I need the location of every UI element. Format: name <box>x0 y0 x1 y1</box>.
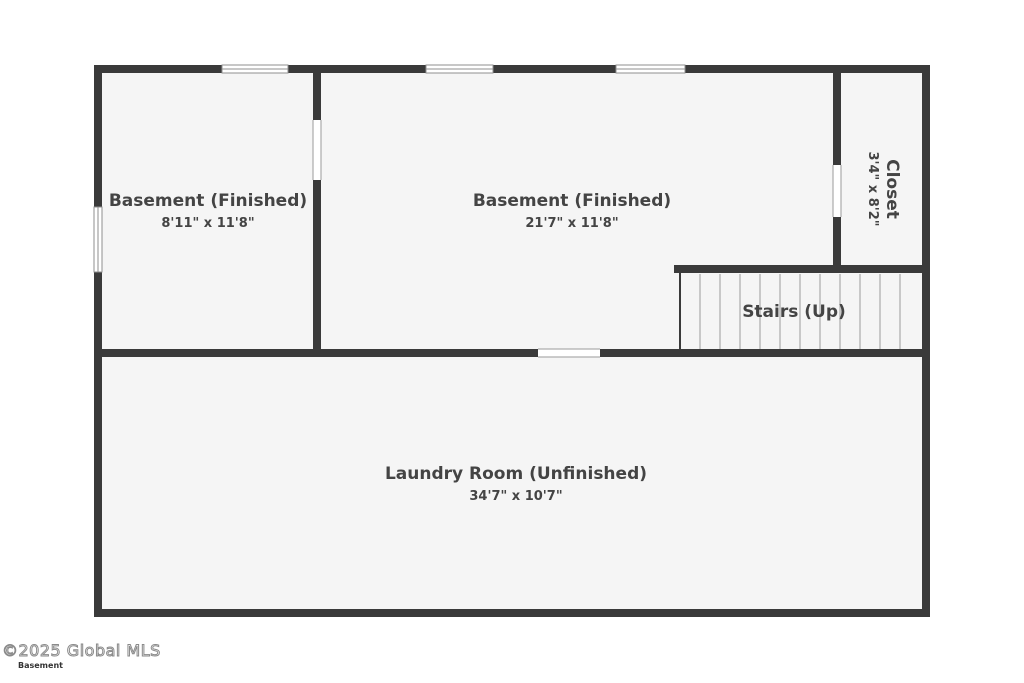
room-label-stairs: Stairs (Up) <box>742 302 846 322</box>
room-label-laundry: Laundry Room (Unfinished) <box>385 464 647 484</box>
doorways <box>313 120 841 357</box>
doorway <box>538 349 600 357</box>
room-dims-basement-left: 8'11" x 11'8" <box>161 216 254 231</box>
room-label-basement-main: Basement (Finished) <box>473 191 671 211</box>
doorway <box>313 120 321 180</box>
room-stairs <box>678 272 924 352</box>
watermark: ©2025 Global MLS <box>2 641 161 661</box>
room-dims-laundry: 34'7" x 10'7" <box>469 489 562 504</box>
room-dims-basement-main: 21'7" x 11'8" <box>525 216 618 231</box>
room-label-basement-left: Basement (Finished) <box>109 191 307 211</box>
floor-label: Basement <box>18 661 63 670</box>
room-laundry <box>100 356 924 612</box>
window-mullions <box>97 68 685 272</box>
doorway <box>833 165 841 217</box>
room-label-closet: Closet <box>882 159 902 219</box>
room-basement-left <box>100 70 316 352</box>
room-dims-closet: 3'4" x 8'2" <box>865 151 880 226</box>
room-closet <box>840 70 924 268</box>
stair-treads <box>699 274 901 350</box>
doorway-edges <box>312 120 842 358</box>
